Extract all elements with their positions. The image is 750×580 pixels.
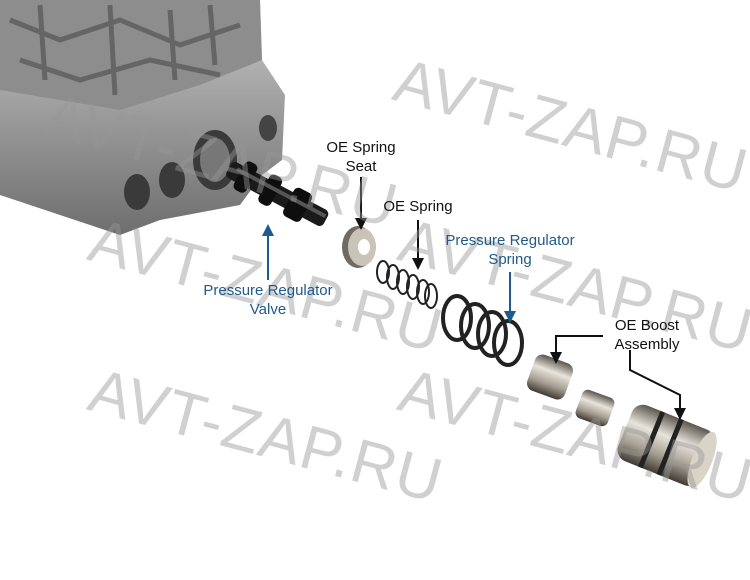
- label-line: Valve: [249, 301, 287, 318]
- label-pressure-regulator-valve: Pressure Regulator Valve: [188, 281, 348, 319]
- arrow-spring-seat: [355, 177, 367, 230]
- spring-seat: [342, 226, 376, 268]
- label-line: Pressure Regulator: [203, 282, 333, 299]
- oe-boost-housing: [617, 404, 717, 489]
- label-pressure-regulator-spring: Pressure Regulator Spring: [430, 231, 590, 269]
- label-oe-spring-seat: OE Spring Seat: [318, 138, 404, 176]
- label-line: Spring: [488, 251, 532, 268]
- pressure-regulator-valve: [226, 161, 329, 227]
- valve-body: [0, 0, 285, 235]
- label-line: Seat: [345, 158, 377, 175]
- label-line: Pressure Regulator: [445, 232, 575, 249]
- label-oe-boost-assembly: OE Boost Assembly: [600, 316, 694, 354]
- pressure-regulator-spring: [441, 294, 524, 367]
- arrow-boost: [550, 335, 686, 420]
- oe-boost-valve: [575, 389, 615, 427]
- arrow-pr-spring: [504, 272, 516, 323]
- label-line: OE Spring: [326, 139, 396, 156]
- arrow-pr-valve: [262, 224, 274, 280]
- label-line: Assembly: [614, 336, 680, 353]
- arrow-oe-spring: [412, 220, 424, 270]
- label-line: OE Boost: [614, 317, 680, 334]
- oe-spring: [376, 260, 438, 309]
- oe-boost-sleeve: [526, 354, 574, 400]
- label-oe-spring: OE Spring: [383, 198, 453, 215]
